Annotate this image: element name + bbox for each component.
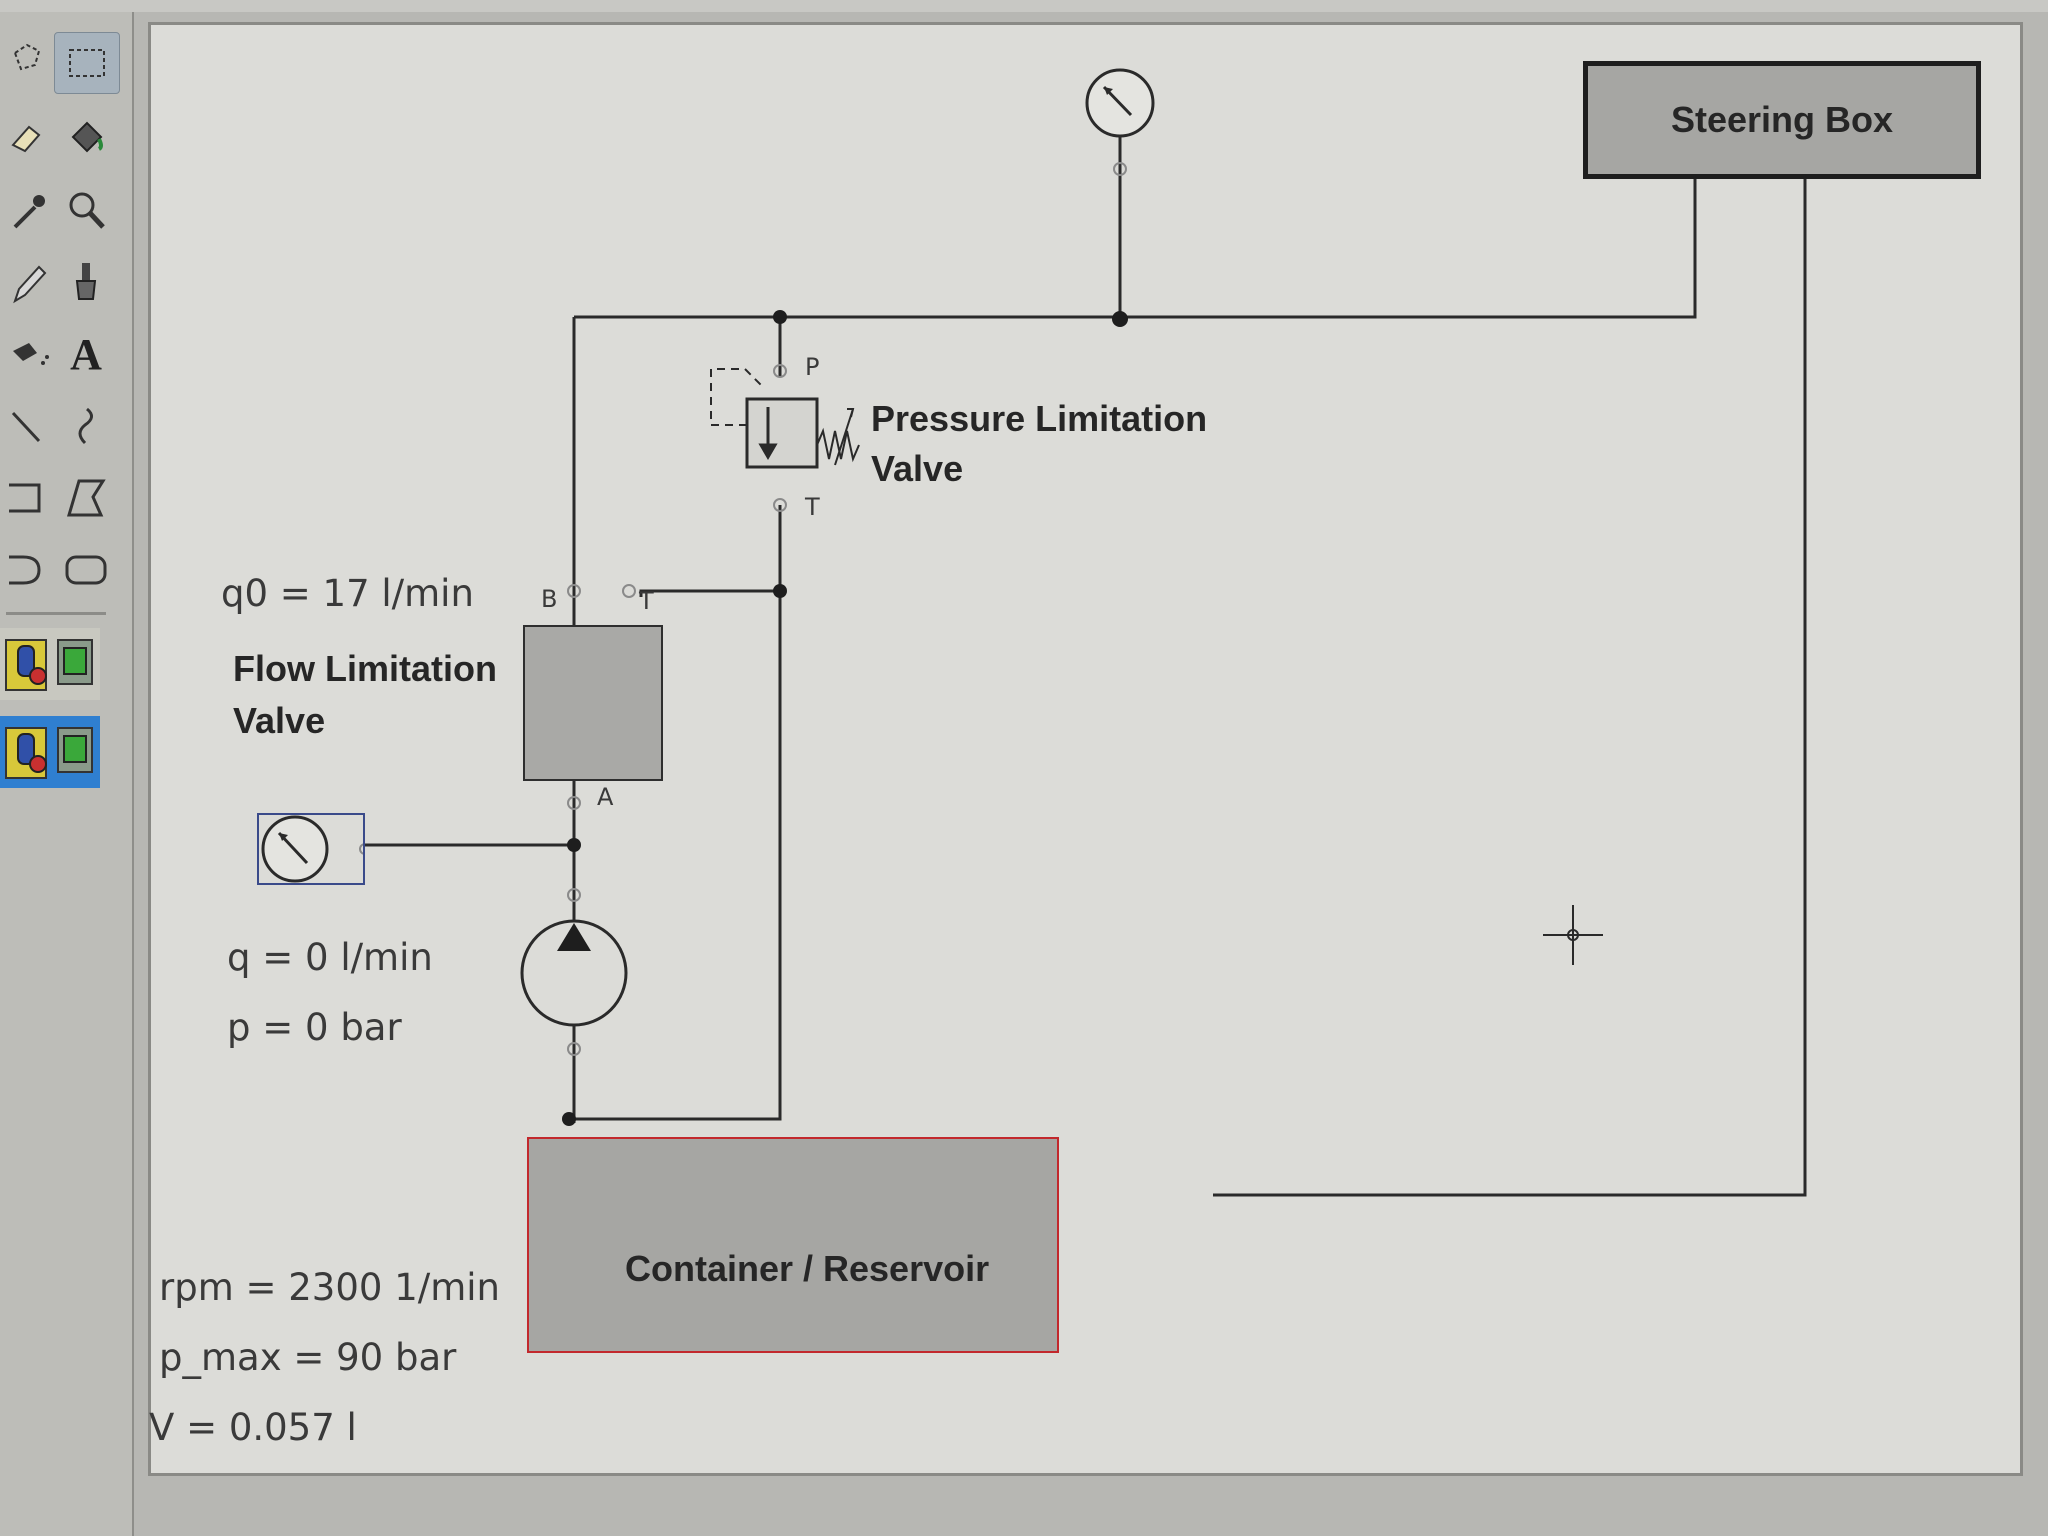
eyedropper-icon[interactable] [0, 180, 64, 240]
lasso-select-icon[interactable] [0, 32, 64, 92]
line-icon[interactable] [0, 396, 64, 456]
menu-bar [0, 0, 2048, 12]
polygon-icon[interactable] [54, 468, 118, 528]
text-icon[interactable]: A [54, 324, 118, 384]
pump-symbol [520, 919, 628, 1027]
eraser-icon[interactable] [0, 108, 64, 168]
param-p-max: p_max = 90 bar [159, 1336, 457, 1379]
top-pressure-gauge [1085, 68, 1155, 138]
container-reservoir[interactable]: Container / Reservoir [527, 1137, 1059, 1353]
steering-box-label: Steering Box [1670, 99, 1894, 140]
flow-valve-port-a: A [597, 783, 614, 811]
component-library-button[interactable] [0, 628, 100, 700]
rectangle-select-icon[interactable] [54, 32, 120, 94]
tool-palette: A [0, 12, 134, 1536]
flow-limitation-valve[interactable] [523, 625, 663, 781]
pencil-icon[interactable] [0, 252, 64, 312]
brush-icon[interactable] [54, 252, 118, 312]
steering-return-line [1213, 179, 1807, 1197]
airbrush-icon[interactable] [0, 324, 64, 384]
pressure-valve-title-line1: Pressure Limitation [871, 398, 1208, 439]
magnifier-icon[interactable] [54, 180, 118, 240]
steering-box[interactable]: Steering Box [1583, 61, 1981, 179]
pump-pressure-readout: p = 0 bar [227, 1006, 402, 1049]
flow-valve-title-line2: Valve [233, 700, 326, 741]
rectangle-icon[interactable] [0, 468, 64, 528]
rounded-rectangle-icon[interactable] [54, 540, 118, 600]
pressure-valve-title-line2: Valve [871, 448, 964, 489]
flow-valve-q0: q0 = 17 l/min [221, 572, 474, 615]
component-library-icon [5, 727, 93, 779]
drawing-canvas[interactable]: Steering Box Container / Reservoir Press… [148, 22, 2023, 1476]
text-tool-glyph: A [70, 329, 102, 379]
toolbox-divider [6, 612, 106, 615]
flow-valve-title-line1: Flow Limitation [233, 648, 497, 689]
flow-gauge-box[interactable] [257, 813, 365, 885]
pressure-valve-port-t: T [805, 493, 820, 521]
component-library-button-active[interactable] [0, 716, 100, 788]
component-library-icon [5, 639, 93, 691]
hydraulic-schematic [365, 68, 1807, 1335]
pressure-valve-port-p: P [805, 353, 820, 381]
pressure-valve-symbol [710, 368, 860, 469]
fill-bucket-icon[interactable] [54, 108, 118, 168]
pump-flow-readout: q = 0 l/min [227, 936, 433, 979]
pressure-valve-return-line [569, 505, 782, 1121]
param-rpm: rpm = 2300 1/min [159, 1266, 500, 1309]
container-label: Container / Reservoir [625, 1248, 990, 1289]
flow-valve-port-t: T [639, 587, 654, 615]
crosshair-cursor [1543, 905, 1603, 965]
ellipse-icon[interactable] [0, 540, 64, 600]
flow-valve-port-b: B [541, 585, 558, 613]
curve-icon[interactable] [54, 396, 118, 456]
top-pressure-line [574, 179, 1697, 319]
flow-gauge-icon [261, 815, 363, 883]
param-volume: V = 0.057 l [149, 1406, 357, 1449]
